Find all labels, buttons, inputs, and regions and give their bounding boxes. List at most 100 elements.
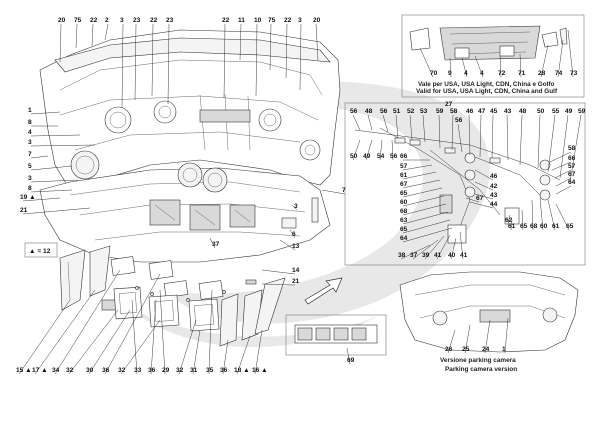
leader-line: [239, 23, 242, 61]
callout-top-3: 2: [105, 17, 109, 24]
leader-line: [499, 55, 502, 78]
leader-line: [459, 231, 464, 260]
leader-line: [457, 123, 463, 153]
callout-mid_right-1: 3: [294, 203, 298, 210]
callout-inset_mid_bottom-2: 39: [422, 252, 430, 259]
leader-line: [367, 114, 373, 131]
leader-line: [34, 289, 96, 375]
leader-line: [222, 339, 229, 375]
callout-inset_mid_left-10: 68: [400, 208, 408, 215]
inset-parking-sensors-frame: [344, 102, 586, 266]
leader-line: [555, 177, 572, 187]
leader-line: [261, 283, 296, 286]
leader-line: [150, 299, 157, 375]
leader-line: [474, 169, 494, 181]
leader-line: [557, 39, 564, 78]
callout-inset_top-7: 74: [555, 70, 563, 77]
leader-line: [208, 289, 213, 375]
callout-inset_mid_right-13: 68: [530, 223, 538, 230]
leader-line: [379, 139, 383, 161]
leader-line: [510, 219, 513, 231]
callout-left-0: 1: [28, 107, 32, 114]
callout-inset_mid_left-7: 67: [400, 181, 408, 188]
callout-inset_mid_right-1: 42: [490, 183, 498, 190]
callout-mid_right-5: 21: [292, 278, 300, 285]
leader-line: [151, 23, 154, 97]
plate-detail-box: [285, 314, 387, 356]
callout-inset_mid_top-17: 59: [578, 108, 586, 115]
callout-bottom-4: 30: [86, 367, 94, 374]
callout-left-2: 4: [28, 129, 32, 136]
callout-top-4: 3: [120, 17, 124, 24]
callout-inset_mid_right-10: 62: [505, 217, 513, 224]
callout-inset_mid_top-15: 55: [552, 108, 560, 115]
callout-top-1: 75: [74, 17, 82, 24]
callout-inset_mid_top-10: 47: [478, 108, 486, 115]
leader-line: [279, 239, 296, 251]
leader-line: [539, 197, 544, 231]
camera-caption-it: Versione parking camera: [440, 357, 516, 364]
inset-usa-gulf: Vale per USA, USA Light, CDN, China e Go…: [401, 14, 585, 98]
leader-line: [402, 203, 447, 216]
callout-inset_top-0: 70: [430, 70, 438, 77]
leader-line: [484, 319, 491, 354]
leader-line: [289, 229, 296, 239]
leader-line: [438, 114, 441, 149]
callout-inset_top-1: 9: [448, 70, 452, 77]
callout-left-7: 8: [28, 185, 32, 192]
callout-top-7: 23: [166, 17, 174, 24]
callout-bottom-5: 36: [102, 367, 110, 374]
callout-inset_bottom-0: 26: [445, 346, 453, 353]
rear-bumper-cover: [39, 29, 341, 191]
leader-line: [18, 299, 71, 375]
callout-inset_bottom-3: 1: [502, 346, 506, 353]
leader-line: [254, 329, 263, 375]
leader-line: [91, 23, 94, 47]
leader-line: [134, 23, 137, 101]
leader-line: [531, 199, 534, 231]
callout-inset_mid_bottom-3: 41: [434, 252, 442, 259]
callout-inset_mid_top-16: 49: [565, 108, 573, 115]
callout-inset_mid_right-6: 66: [568, 155, 576, 162]
inset-usa-gulf-frame: [401, 14, 585, 98]
callout-inset_mid_left-3: 56: [390, 153, 398, 160]
callout-inset_mid_bottom-0: 38: [398, 252, 406, 259]
lower-trim-pieces: [59, 245, 286, 347]
leader-line: [30, 111, 61, 115]
callout-inset_bottom-1: 25: [462, 346, 470, 353]
callout-inset_mid_left-4: 66: [400, 153, 408, 160]
callout-inset_mid_left-12: 65: [400, 226, 408, 233]
leader-line: [178, 319, 197, 375]
leader-line: [68, 309, 119, 375]
callout-inset_mid_right-5: 58: [568, 145, 576, 152]
callout-inset_mid_top-1: 48: [365, 108, 373, 115]
callout-inset_mid_left-2: 54: [377, 153, 385, 160]
leader-line: [104, 273, 161, 375]
leader-line: [412, 239, 439, 260]
callout-mid_right-3: 13: [292, 243, 300, 250]
leader-line: [506, 114, 509, 161]
leader-line: [468, 114, 471, 156]
leader-line: [30, 189, 73, 193]
callout-inset_mid_top-0: 56: [350, 108, 358, 115]
leader-line: [236, 335, 251, 375]
leader-line: [291, 204, 298, 211]
callout-inset_mid_right-12: 65: [520, 223, 528, 230]
callout-left-5: 5: [28, 163, 32, 170]
inset-parking-camera: Versione parking camera Parking camera v…: [399, 271, 579, 373]
leader-line: [402, 211, 449, 225]
callout-inset_mid_top-13: 48: [519, 108, 527, 115]
callout-inset_mid_right-9: 64: [568, 179, 576, 186]
leader-line: [120, 319, 161, 375]
callout-inset_top-2: 4: [464, 70, 468, 77]
leader-line: [30, 155, 49, 159]
callout-top-2: 22: [90, 17, 98, 24]
callout-center_small-1: 69: [347, 357, 355, 364]
leader-line: [436, 234, 451, 260]
leader-line: [507, 214, 511, 225]
leader-line: [88, 309, 131, 375]
leader-line: [464, 324, 471, 354]
leader-line: [451, 114, 454, 151]
